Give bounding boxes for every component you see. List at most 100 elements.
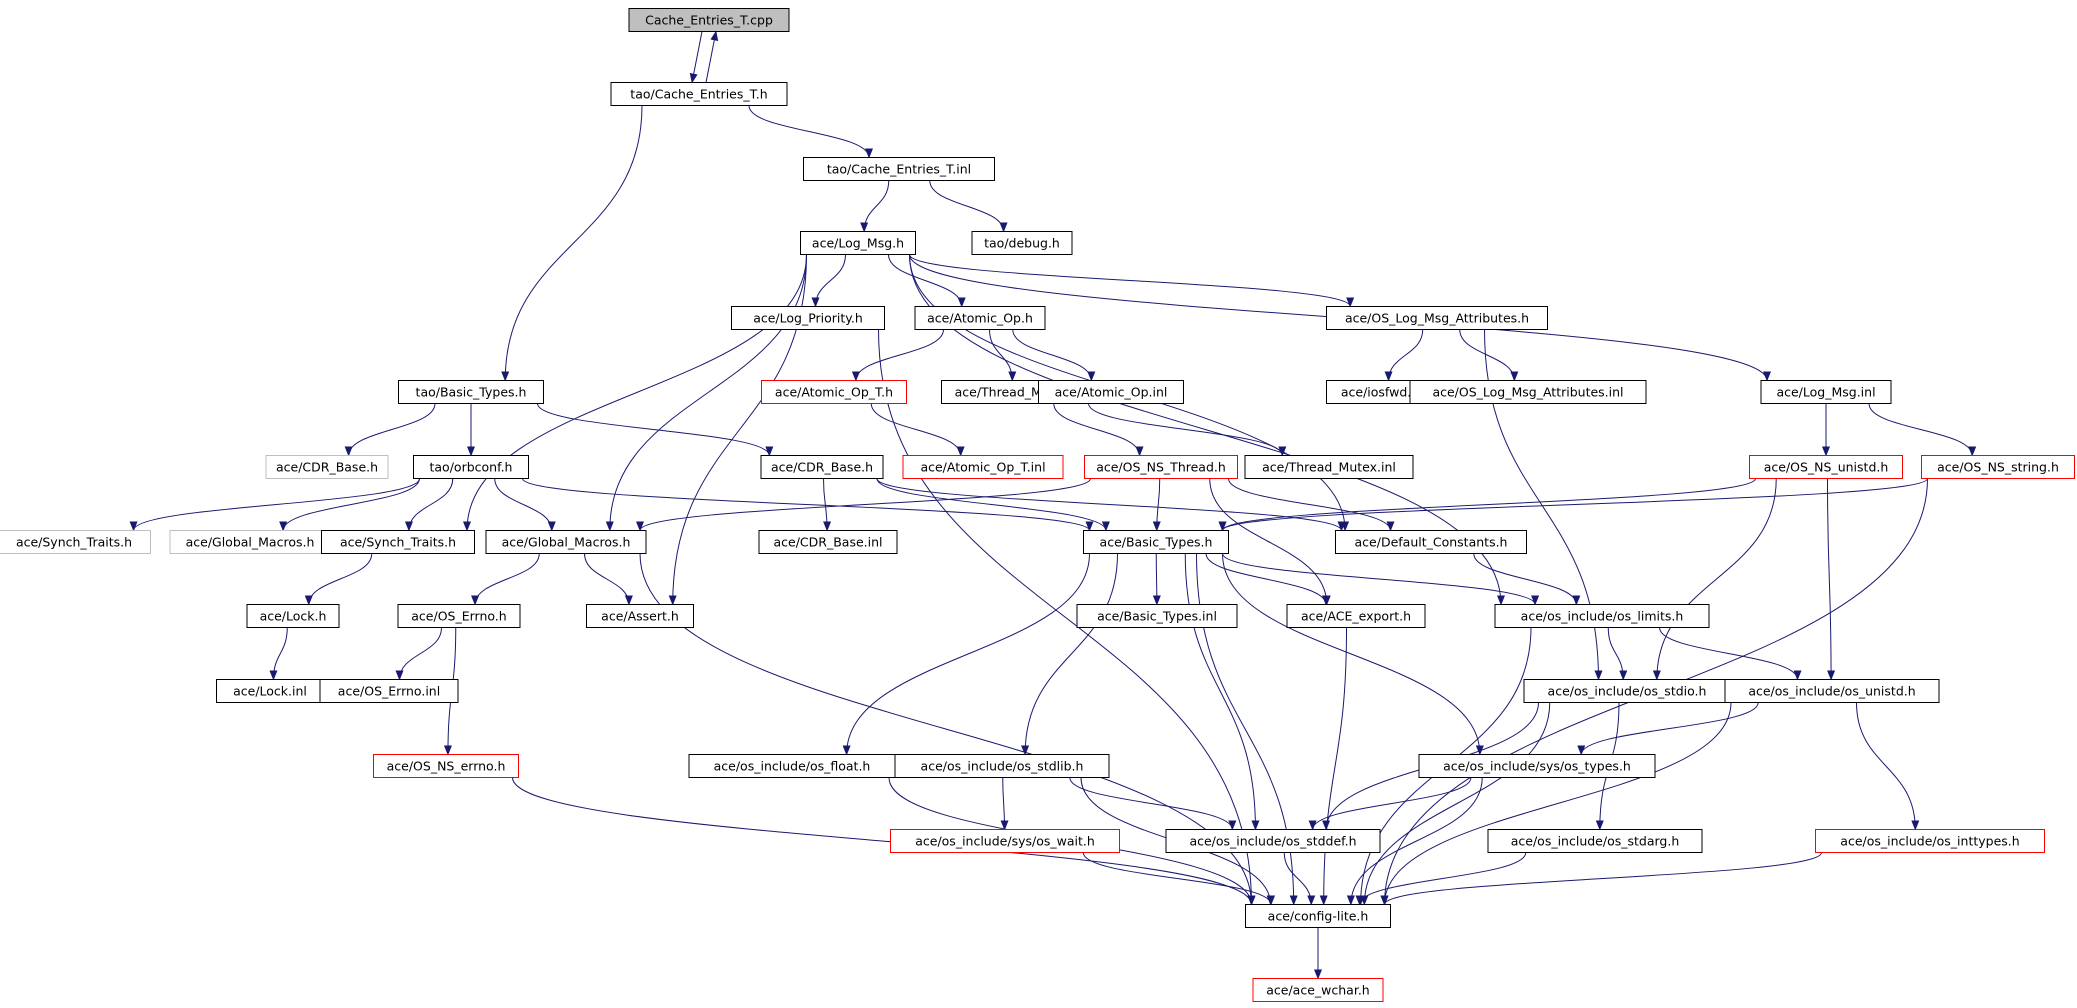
node-atomic-op-t-h[interactable]: ace/Atomic_Op_T.h: [761, 380, 907, 404]
node-box: [1749, 455, 1903, 479]
node-label: ace/ACE_export.h: [1301, 609, 1411, 624]
node-label: ace/CDR_Base.h: [276, 460, 378, 475]
node-label: ace/OS_Errno.h: [411, 609, 506, 624]
edge-log-msg-h-to-global-macros: [605, 254, 807, 532]
node-assert-h[interactable]: ace/Assert.h: [586, 604, 694, 628]
node-config-lite[interactable]: ace/config-lite.h: [1245, 904, 1391, 928]
node-os-float[interactable]: ace/os_include/os_float.h: [688, 754, 896, 778]
edge-root-to-tao-cache-h: [689, 31, 703, 84]
node-label: ace/OS_Log_Msg_Attributes.h: [1345, 311, 1529, 326]
node-box: [1076, 604, 1238, 628]
node-os-inttypes[interactable]: ace/os_include/os_inttypes.h: [1815, 829, 2045, 853]
node-label: ace/iosfwd.h: [1341, 385, 1419, 400]
node-lock-h[interactable]: ace/Lock.h: [246, 604, 340, 628]
node-lock-inl[interactable]: ace/Lock.inl: [216, 679, 324, 703]
node-os-wait[interactable]: ace/os_include/sys/os_wait.h: [890, 829, 1120, 853]
node-box: [1760, 380, 1892, 404]
node-os-stddef[interactable]: ace/os_include/os_stddef.h: [1165, 829, 1381, 853]
node-os-ns-unistd[interactable]: ace/OS_NS_unistd.h: [1749, 455, 1903, 479]
node-label: ace/OS_NS_errno.h: [387, 759, 506, 774]
edge-os-limits-to-os-stdio: [1607, 627, 1628, 681]
edge-basic-types-h-to-os-types: [1222, 553, 1484, 756]
node-os-unistd[interactable]: ace/os_include/os_unistd.h: [1724, 679, 1940, 703]
node-label: ace/CDR_Base.inl: [773, 535, 882, 550]
node-os-types[interactable]: ace/os_include/sys/os_types.h: [1418, 754, 1656, 778]
edge-orbconf-to-synch-traits: [404, 478, 454, 532]
node-box: [758, 530, 898, 554]
node-os-stdlib[interactable]: ace/os_include/os_stdlib.h: [894, 754, 1110, 778]
node-os-log-attr-h[interactable]: ace/OS_Log_Msg_Attributes.h: [1326, 306, 1548, 330]
node-os-ns-errno[interactable]: ace/OS_NS_errno.h: [373, 754, 519, 778]
node-label: ace/OS_NS_Thread.h: [1096, 460, 1226, 475]
node-label: ace/Default_Constants.h: [1355, 535, 1508, 550]
node-label: ace/os_include/os_float.h: [714, 759, 871, 774]
node-os-stdio[interactable]: ace/os_include/os_stdio.h: [1523, 679, 1731, 703]
node-layer: Cache_Entries_T.cpp tao/Cache_Entries_T.h…: [0, 8, 2075, 1002]
node-os-log-attr-inl[interactable]: ace/OS_Log_Msg_Attributes.inl: [1409, 380, 1647, 404]
node-ace-export[interactable]: ace/ACE_export.h: [1286, 604, 1426, 628]
edge-thread-mutex-h-to-os-ns-thread: [1053, 403, 1144, 457]
node-basic-types-inl[interactable]: ace/Basic_Types.inl: [1076, 604, 1238, 628]
node-os-errno-inl[interactable]: ace/OS_Errno.inl: [319, 679, 459, 703]
node-box: [0, 530, 151, 554]
node-os-stdarg[interactable]: ace/os_include/os_stdarg.h: [1487, 829, 1703, 853]
edge-tao-cache-inl-to-tao-debug: [929, 180, 1008, 233]
node-box: [373, 754, 519, 778]
node-ace-wchar[interactable]: ace/ace_wchar.h: [1252, 978, 1384, 1002]
node-os-limits[interactable]: ace/os_include/os_limits.h: [1494, 604, 1710, 628]
node-box: [1409, 380, 1647, 404]
node-box: [319, 679, 459, 703]
node-synch-traits[interactable]: ace/Synch_Traits.h: [321, 530, 475, 554]
node-atomic-op-t-inl[interactable]: ace/Atomic_Op_T.inl: [902, 455, 1064, 479]
node-log-msg-inl[interactable]: ace/Log_Msg.inl: [1760, 380, 1892, 404]
edge-orbconf-to-global-macros: [494, 478, 556, 532]
node-label: tao/Basic_Types.h: [416, 385, 527, 400]
node-box: [485, 530, 647, 554]
node-tao-cache-inl[interactable]: tao/Cache_Entries_T.inl: [803, 157, 995, 181]
node-thread-mutex-inl[interactable]: ace/Thread_Mutex.inl: [1244, 455, 1414, 479]
edge-orbconf-to-synch-traits-ext: [129, 478, 420, 532]
edge-basic-types-h-to-os-float: [842, 553, 1090, 756]
node-box: [1252, 978, 1384, 1002]
edge-os-wait-to-config-lite: [1082, 852, 1275, 906]
edge-os-unistd-to-os-inttypes: [1856, 702, 1920, 831]
node-box: [1165, 829, 1381, 853]
node-log-msg-h[interactable]: ace/Log_Msg.h: [800, 231, 916, 255]
node-default-constants[interactable]: ace/Default_Constants.h: [1335, 530, 1527, 554]
node-box: [1038, 380, 1184, 404]
node-atomic-op-inl[interactable]: ace/Atomic_Op.inl: [1038, 380, 1184, 404]
node-os-ns-thread[interactable]: ace/OS_NS_Thread.h: [1084, 455, 1238, 479]
node-tao-cache-h[interactable]: tao/Cache_Entries_T.h: [610, 82, 788, 106]
node-iosfwd[interactable]: ace/iosfwd.h: [1326, 380, 1434, 404]
node-label: ace/os_include/os_inttypes.h: [1840, 834, 2019, 849]
edge-os-unistd-to-config-lite: [1380, 702, 1732, 906]
node-basic-types-h[interactable]: ace/Basic_Types.h: [1083, 530, 1229, 554]
node-orbconf[interactable]: tao/orbconf.h: [413, 455, 529, 479]
edge-orbconf-to-global-macros-ext: [279, 478, 420, 532]
node-global-macros[interactable]: ace/Global_Macros.h: [485, 530, 647, 554]
node-box: [1724, 679, 1940, 703]
node-os-errno-h[interactable]: ace/OS_Errno.h: [397, 604, 521, 628]
node-box: [246, 604, 340, 628]
node-root[interactable]: Cache_Entries_T.cpp: [628, 8, 790, 32]
node-tao-basic-types[interactable]: tao/Basic_Types.h: [398, 380, 544, 404]
node-label: ace/Assert.h: [601, 609, 679, 624]
node-label: ace/Basic_Types.inl: [1097, 609, 1217, 624]
node-tao-debug[interactable]: tao/debug.h: [971, 231, 1073, 255]
node-box: [731, 306, 885, 330]
node-label: tao/debug.h: [984, 236, 1060, 251]
node-label: ace/ace_wchar.h: [1266, 983, 1369, 998]
edge-os-ns-thread-to-global-macros: [636, 478, 1091, 532]
edge-tao-basic-types-to-cdr-base-ext: [344, 403, 436, 457]
edge-os-stdlib-to-os-stddef: [1069, 777, 1237, 831]
node-cdr-base-inl[interactable]: ace/CDR_Base.inl: [758, 530, 898, 554]
node-log-priority[interactable]: ace/Log_Priority.h: [731, 306, 885, 330]
node-cdr-base-h[interactable]: ace/CDR_Base.h: [760, 455, 884, 479]
node-atomic-op-h[interactable]: ace/Atomic_Op.h: [914, 306, 1046, 330]
node-label: tao/Cache_Entries_T.inl: [827, 162, 971, 177]
edge-log-msg-h-to-synch-traits: [463, 254, 807, 532]
node-os-ns-string[interactable]: ace/OS_NS_string.h: [1921, 455, 2075, 479]
node-label: ace/Atomic_Op_T.inl: [920, 460, 1045, 475]
node-box: [265, 455, 389, 479]
